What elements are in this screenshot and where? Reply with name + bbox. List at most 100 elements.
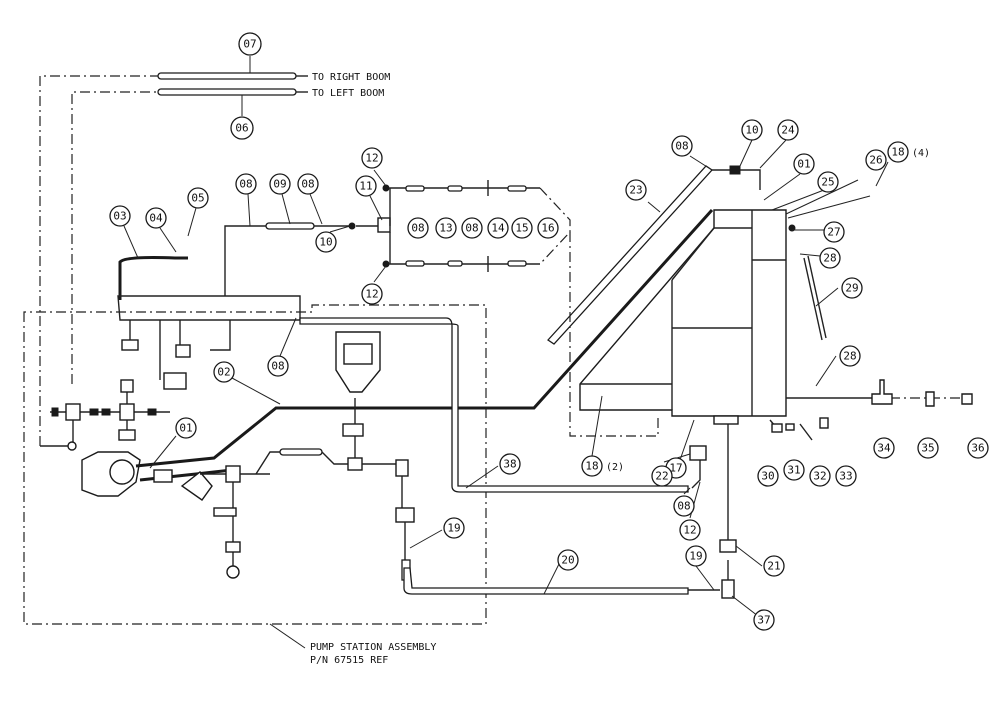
callout: 26 [865, 149, 887, 171]
callout-label: 03 [113, 210, 126, 223]
callout-label: 24 [781, 124, 795, 137]
callout: 18 [581, 455, 603, 477]
callout-label: 28 [843, 350, 856, 363]
right-boom-label: TO RIGHT BOOM [312, 72, 390, 83]
manifold-plumbing [117, 180, 571, 390]
callout: 07 [238, 32, 262, 56]
callout: 31 [783, 459, 805, 481]
pump [81, 208, 714, 501]
callout: 09 [269, 173, 291, 195]
callout-label: 10 [745, 124, 758, 137]
boom-hoses: TO RIGHT BOOM TO LEFT BOOM [39, 72, 390, 446]
pump-station-boundary [23, 304, 487, 625]
callout: 03 [109, 205, 131, 227]
lower-plumbing [200, 331, 415, 581]
callout-label: 34 [877, 442, 891, 455]
callout-label: 08 [411, 222, 424, 235]
callout-label: 38 [503, 458, 516, 471]
callout-label: 15 [515, 222, 528, 235]
callout-label: 19 [689, 550, 702, 563]
callout-label: 18 [891, 146, 904, 159]
callout-label: 12 [683, 524, 696, 537]
callout: 28 [839, 345, 861, 367]
callout-label: 37 [757, 614, 770, 627]
callout-label: 17 [669, 462, 682, 475]
callout: 06 [230, 116, 254, 140]
callout: 10 [741, 119, 763, 141]
callout: 18 [887, 141, 909, 163]
callout: 20 [557, 549, 579, 571]
callout-label: 04 [149, 212, 163, 225]
callout: 23 [625, 179, 647, 201]
callout: 12 [679, 519, 701, 541]
left-boom-label: TO LEFT BOOM [312, 88, 384, 99]
callout-label: 08 [675, 140, 688, 153]
callout-label: 01 [179, 422, 192, 435]
qty-18-top: (4) [912, 148, 930, 159]
callout: 14 [487, 217, 509, 239]
callout-label: 13 [439, 222, 452, 235]
callout: 10 [315, 231, 337, 253]
callout: 02 [213, 361, 235, 383]
callout-label: 08 [301, 178, 314, 191]
tank [547, 165, 973, 441]
callout: 16 [537, 217, 559, 239]
callout-label: 21 [767, 560, 780, 573]
callout-label: 22 [655, 470, 668, 483]
callout-label: 23 [629, 184, 642, 197]
pump-station-label: PUMP STATION ASSEMBLY [310, 642, 436, 653]
callout-label: 36 [971, 442, 984, 455]
callout: 04 [145, 207, 167, 229]
callout: 13 [435, 217, 457, 239]
callout: 08 [461, 217, 483, 239]
callout: 08 [673, 495, 695, 517]
qty-18-bottom: (2) [606, 462, 624, 473]
callout: 30 [757, 465, 779, 487]
callout-label: 08 [271, 360, 284, 373]
callout-label: 10 [319, 236, 332, 249]
callout-label: 06 [235, 122, 248, 135]
callout: 33 [835, 465, 857, 487]
callout: 35 [917, 437, 939, 459]
callout-label: 11 [359, 180, 372, 193]
callout: 08 [297, 173, 319, 195]
callout-label: 26 [869, 154, 882, 167]
callout: 38 [499, 453, 521, 475]
callout: 17 [665, 457, 687, 479]
callout: 08 [235, 173, 257, 195]
callout-label: 07 [243, 38, 256, 51]
callout: 37 [753, 609, 775, 631]
callout-label: 19 [447, 522, 460, 535]
callout-label: 29 [845, 282, 858, 295]
callout-label: 31 [787, 464, 800, 477]
callout-label: 28 [823, 252, 836, 265]
callout: 01 [175, 417, 197, 439]
callout: 08 [267, 355, 289, 377]
callout-label: 16 [541, 222, 554, 235]
callout-label: 12 [365, 152, 378, 165]
callout-label: 35 [921, 442, 934, 455]
callout: 24 [777, 119, 799, 141]
callout-label: 08 [239, 178, 252, 191]
callout: 15 [511, 217, 533, 239]
callout-label: 27 [827, 226, 840, 239]
callout: 21 [763, 555, 785, 577]
callout-label: 18 [585, 460, 598, 473]
return-hoses [299, 317, 737, 599]
callout: 27 [823, 221, 845, 243]
callout-label: 01 [797, 158, 810, 171]
callout-label: 05 [191, 192, 204, 205]
callout-label: 33 [839, 470, 852, 483]
callout-label: 14 [491, 222, 505, 235]
callout-label: 08 [465, 222, 478, 235]
pump-station-pn: P/N 67515 REF [310, 655, 388, 666]
callout: 19 [685, 545, 707, 567]
callout-label: 20 [561, 554, 574, 567]
callout-label: 08 [677, 500, 690, 513]
callout: 29 [841, 277, 863, 299]
callout: 22 [651, 465, 673, 487]
callout: 28 [819, 247, 841, 269]
callout: 08 [671, 135, 693, 157]
callout: 19 [443, 517, 465, 539]
